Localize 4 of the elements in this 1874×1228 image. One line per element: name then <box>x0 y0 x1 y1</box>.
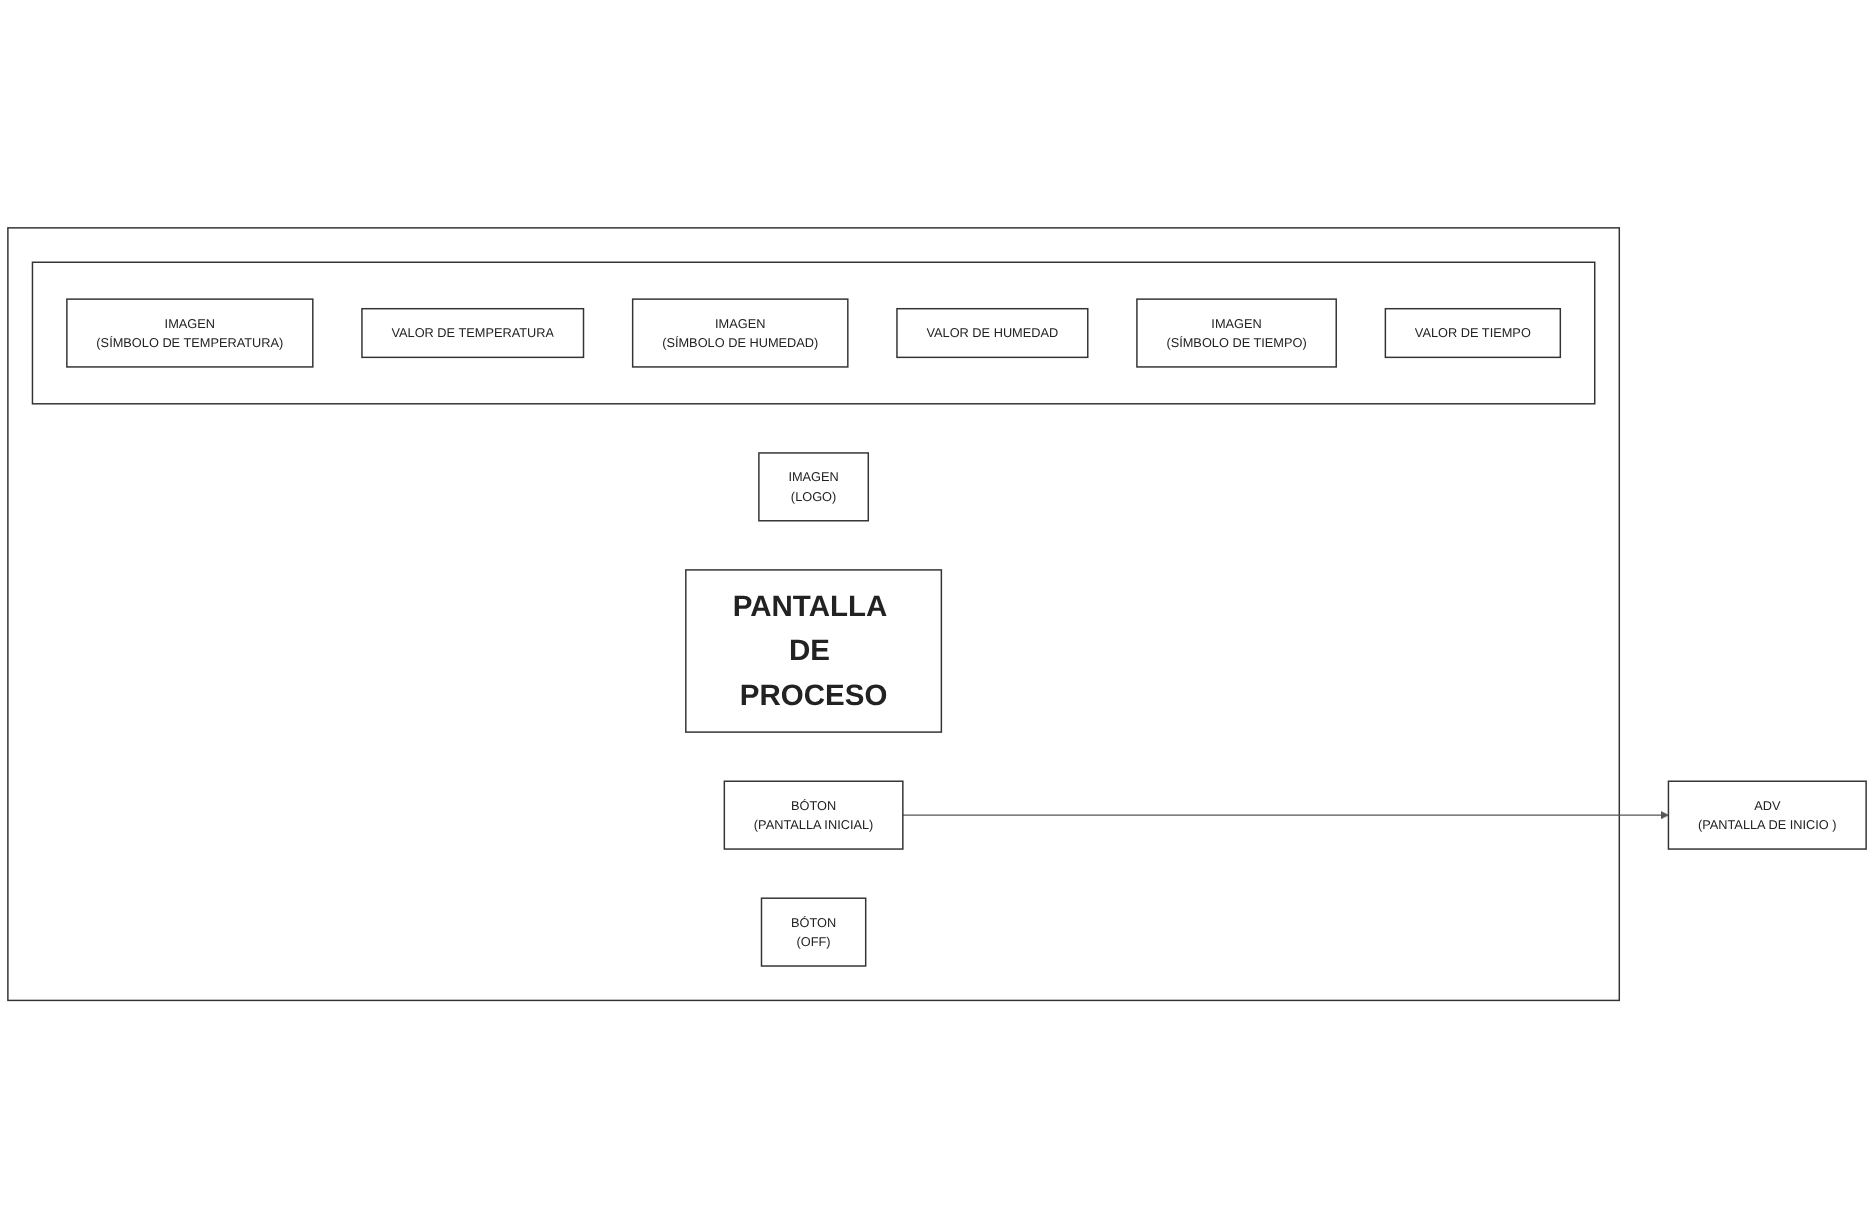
node-box: PANTALLA DE PROCESO <box>685 569 943 733</box>
cluster <box>31 261 1596 405</box>
arrow <box>902 810 1669 820</box>
cluster <box>7 226 1621 1001</box>
